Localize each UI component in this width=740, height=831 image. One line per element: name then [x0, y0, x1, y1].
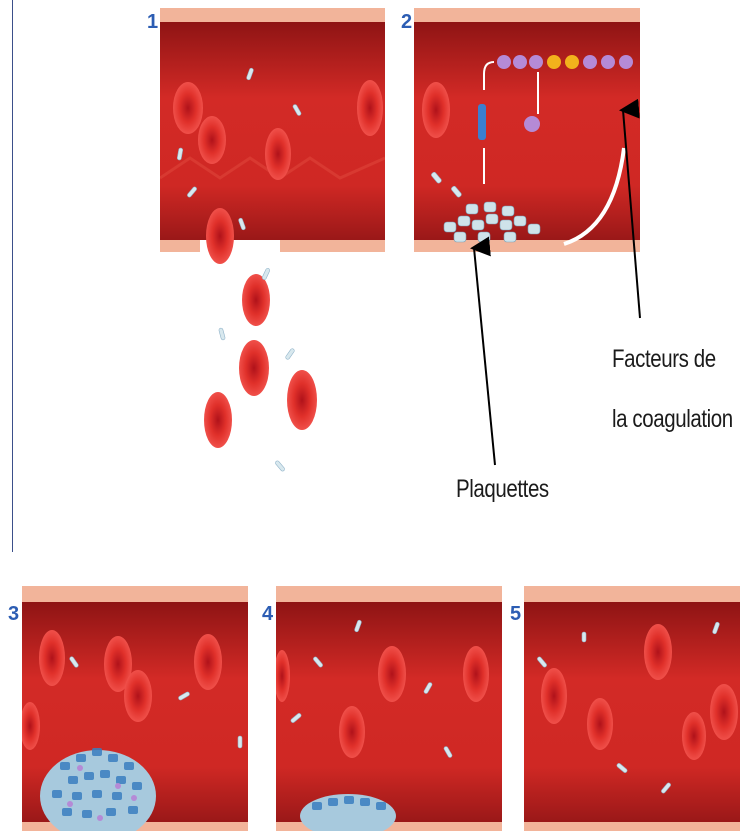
red-blood-cell: [644, 624, 672, 680]
red-blood-cell: [541, 668, 567, 724]
step-number-4: 4: [262, 604, 273, 624]
red-blood-cell: [124, 670, 152, 722]
red-blood-cell: [339, 706, 365, 758]
red-blood-cell: [710, 684, 738, 740]
clotting-factors-label-line-2: la coagulation: [612, 400, 733, 438]
red-blood-cell: [682, 712, 706, 760]
step-number-3: 3: [8, 604, 19, 624]
platelets-label: Plaquettes: [456, 470, 549, 508]
panel-step-3: [22, 586, 248, 831]
arrow-to-platelets-icon: [474, 248, 495, 465]
clotting-factors-label-line-1: Facteurs de: [612, 340, 716, 378]
arrow-to-clotting-factors-icon: [623, 110, 640, 318]
red-blood-cell: [463, 646, 489, 702]
red-blood-cell: [587, 698, 613, 750]
panel-step-5: [524, 586, 740, 831]
red-blood-cell: [194, 634, 222, 690]
panel-step-4: [276, 586, 502, 831]
vessel-illustration: [22, 586, 248, 831]
vessel-illustration: [524, 586, 740, 831]
vessel-illustration: [276, 586, 502, 831]
red-blood-cell: [39, 630, 65, 686]
red-blood-cell: [378, 646, 406, 702]
step-number-5: 5: [510, 604, 521, 624]
